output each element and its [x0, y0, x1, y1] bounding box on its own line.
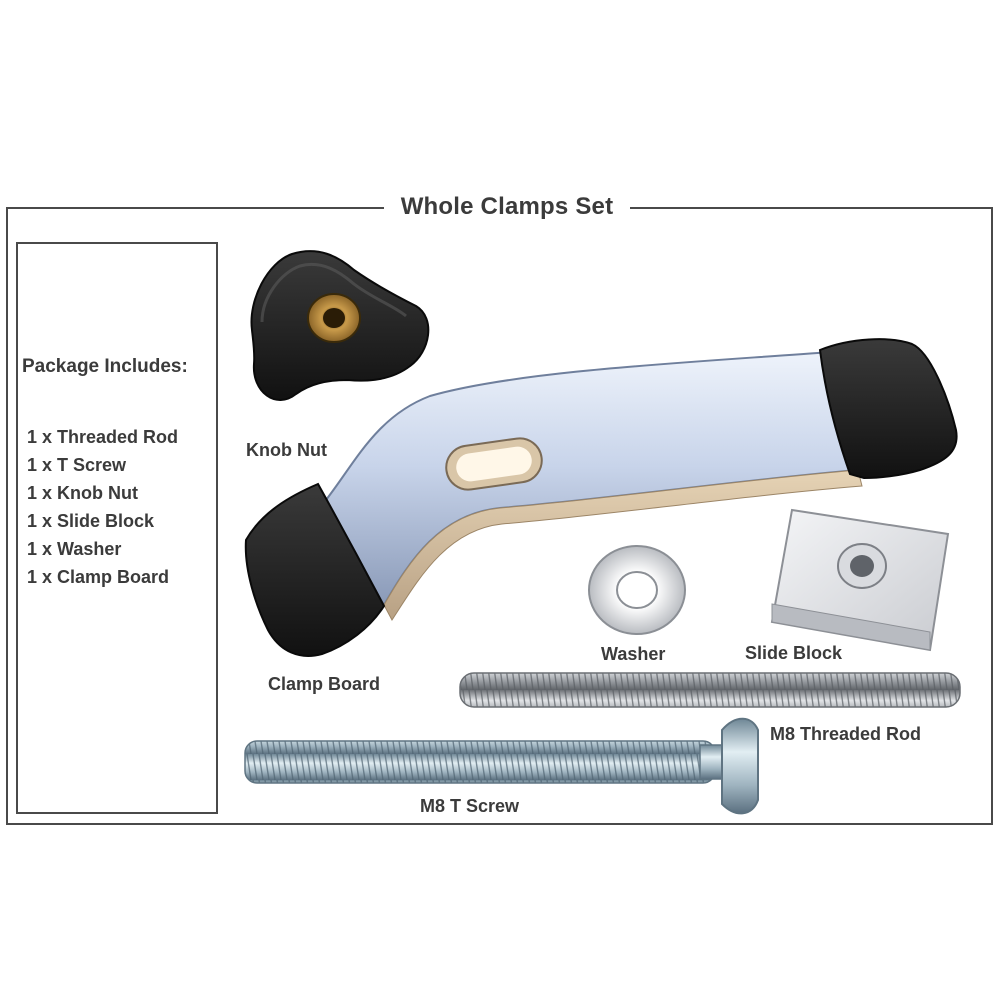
- list-item: 1 x Threaded Rod: [27, 427, 179, 447]
- threaded-rod-label: M8 Threaded Rod: [770, 724, 922, 744]
- list-item: 1 x Clamp Board: [27, 567, 170, 587]
- package-heading: Package Includes:: [22, 356, 188, 377]
- list-item: 1 x T Screw: [27, 455, 127, 475]
- list-item: 1 x Washer: [27, 539, 122, 559]
- package-list: 1 x Threaded Rod 1 x T Screw 1 x Knob Nu…: [27, 423, 178, 591]
- slide-block-label: Slide Block: [745, 643, 843, 663]
- t-screw-icon: [244, 717, 759, 815]
- washer-icon: [588, 545, 686, 635]
- threaded-rod-icon: [459, 672, 961, 708]
- t-screw-label: M8 T Screw: [420, 796, 520, 816]
- set-title: Whole Clamps Set: [384, 192, 630, 222]
- list-item: 1 x Slide Block: [27, 511, 155, 531]
- clamp-board-label: Clamp Board: [268, 674, 381, 694]
- knob-nut-icon: [250, 250, 430, 401]
- list-item: 1 x Knob Nut: [27, 483, 138, 503]
- slide-block-icon: [770, 508, 950, 652]
- clamp-board-icon: [244, 338, 958, 657]
- knob-nut-label: Knob Nut: [246, 440, 327, 460]
- package-box: [16, 242, 218, 814]
- washer-label: Washer: [601, 644, 666, 664]
